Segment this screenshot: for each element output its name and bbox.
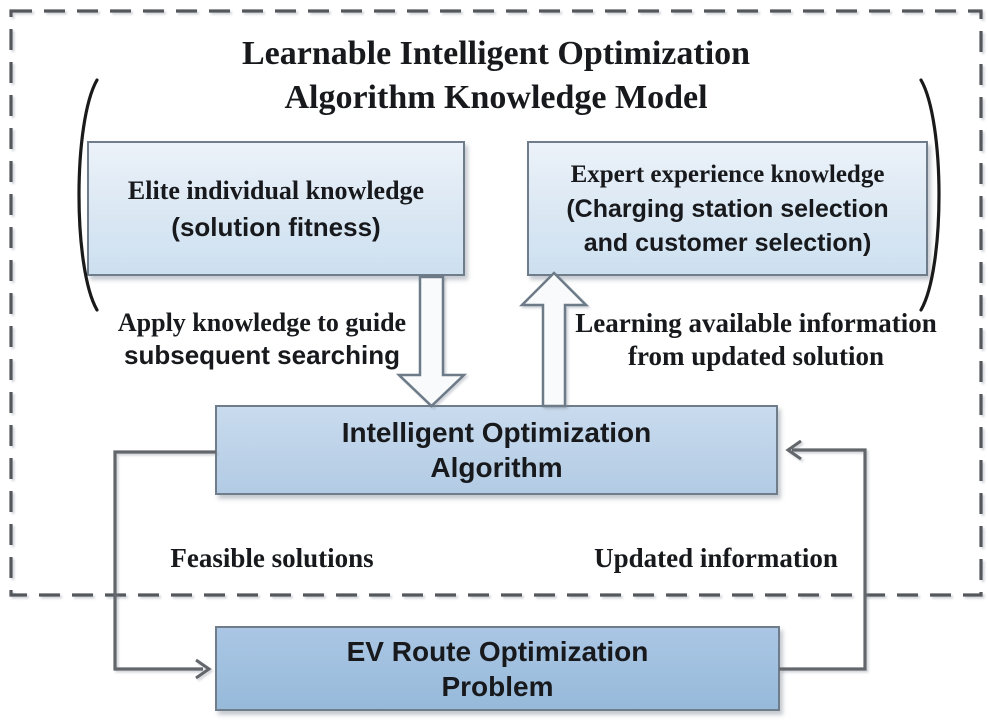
node-text-line: and customer selection) bbox=[583, 228, 872, 257]
node-text-line: (solution fitness) bbox=[171, 211, 381, 242]
node-text-line: (Charging station selection bbox=[566, 194, 889, 223]
diagram-title: Learnable Intelligent Optimization Algor… bbox=[10, 32, 982, 120]
node-text-line: EV Route Optimization bbox=[346, 635, 649, 667]
edge-label-line: Learning available information bbox=[575, 308, 937, 338]
node-expert-experience-knowledge: Expert experience knowledge (Charging st… bbox=[527, 141, 928, 276]
node-text-line: Expert experience knowledge bbox=[570, 160, 885, 188]
edge-label-line: Updated information bbox=[594, 543, 838, 573]
node-elite-individual-knowledge: Elite individual knowledge (solution fit… bbox=[87, 141, 465, 276]
node-text-line: Intelligent Optimization bbox=[341, 417, 652, 448]
node-ev-route-optimization-problem: EV Route Optimization Problem bbox=[215, 626, 780, 711]
edge-label-feasible-solutions: Feasible solutions bbox=[142, 542, 402, 575]
edge-label-line: Apply knowledge to guide bbox=[117, 308, 407, 337]
edge-label-learning-information: Learning available information from upda… bbox=[556, 307, 956, 373]
right-arrowhead-icon bbox=[195, 658, 212, 680]
edge-label-updated-information: Updated information bbox=[586, 542, 846, 575]
node-text-line: Algorithm bbox=[430, 452, 563, 483]
node-text-line: Elite individual knowledge bbox=[127, 175, 425, 205]
title-line-2: Algorithm Knowledge Model bbox=[284, 79, 708, 116]
edge-label-line: subsequent searching bbox=[124, 340, 400, 370]
edge-label-apply-knowledge: Apply knowledge to guide subsequent sear… bbox=[84, 306, 440, 372]
node-text-line: Problem bbox=[441, 670, 554, 702]
left-arrowhead-icon bbox=[785, 439, 802, 461]
node-intelligent-optimization-algorithm: Intelligent Optimization Algorithm bbox=[215, 405, 778, 495]
title-line-1: Learnable Intelligent Optimization bbox=[241, 35, 751, 72]
edge-label-line: Feasible solutions bbox=[170, 543, 374, 573]
edge-label-line: from updated solution bbox=[627, 341, 885, 371]
